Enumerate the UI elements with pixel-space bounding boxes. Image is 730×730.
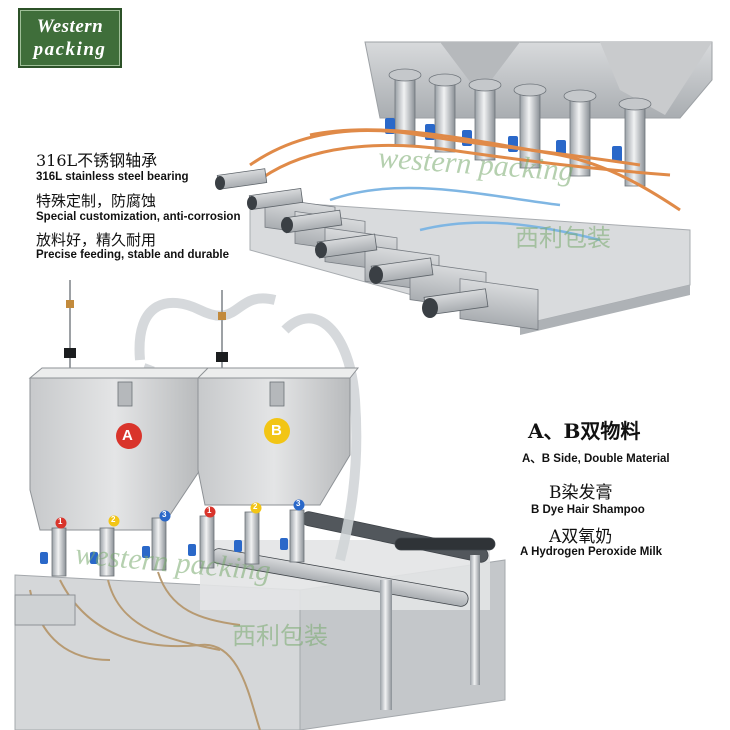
material-2-cn: B染发膏 [549,483,613,503]
watermark-cn-top: 西利包装 [515,224,611,252]
nozzle-number-3a: 3 [162,510,167,519]
nozzle-number-2b: 2 [253,502,258,511]
feature-3-cn: 放料好，精久耐用 [36,231,157,249]
material-3-cn: A双氧奶 [549,527,613,547]
hopper-b-letter: B [271,422,282,439]
brand-logo: Western packing [18,8,122,68]
hopper-b-label [264,418,290,444]
hopper-a-letter: A [122,427,133,444]
nozzle-tags [55,499,305,529]
material-2-en: B Dye Hair Shampoo [531,504,645,516]
logo-line-1: Western [36,16,104,37]
nozzle-number-2a: 2 [111,515,116,524]
material-1-en: A、B Side, Double Material [522,453,670,465]
hopper-a-label [116,423,142,449]
feature-1-en: 316L stainless steel bearing [36,171,189,183]
nozzle-number-1a: 1 [58,517,63,526]
nozzle-number-1b: 1 [207,506,212,515]
material-1-cn: A、B双物料 [528,419,641,443]
nozzle-number-3b: 3 [296,499,301,508]
feature-2-cn: 特殊定制，防腐蚀 [36,192,157,210]
logo-line-2: packing [33,39,107,60]
feature-3-en: Precise feeding, stable and durable [36,249,230,261]
feature-2-en: Special customization, anti-corrosion [36,211,241,223]
feature-1-cn: 316L不锈钢轴承 [36,151,158,170]
watermark-cn-bottom: 西利包装 [232,622,328,650]
top-machine [215,41,713,335]
material-3-en: A Hydrogen Peroxide Milk [520,546,663,558]
